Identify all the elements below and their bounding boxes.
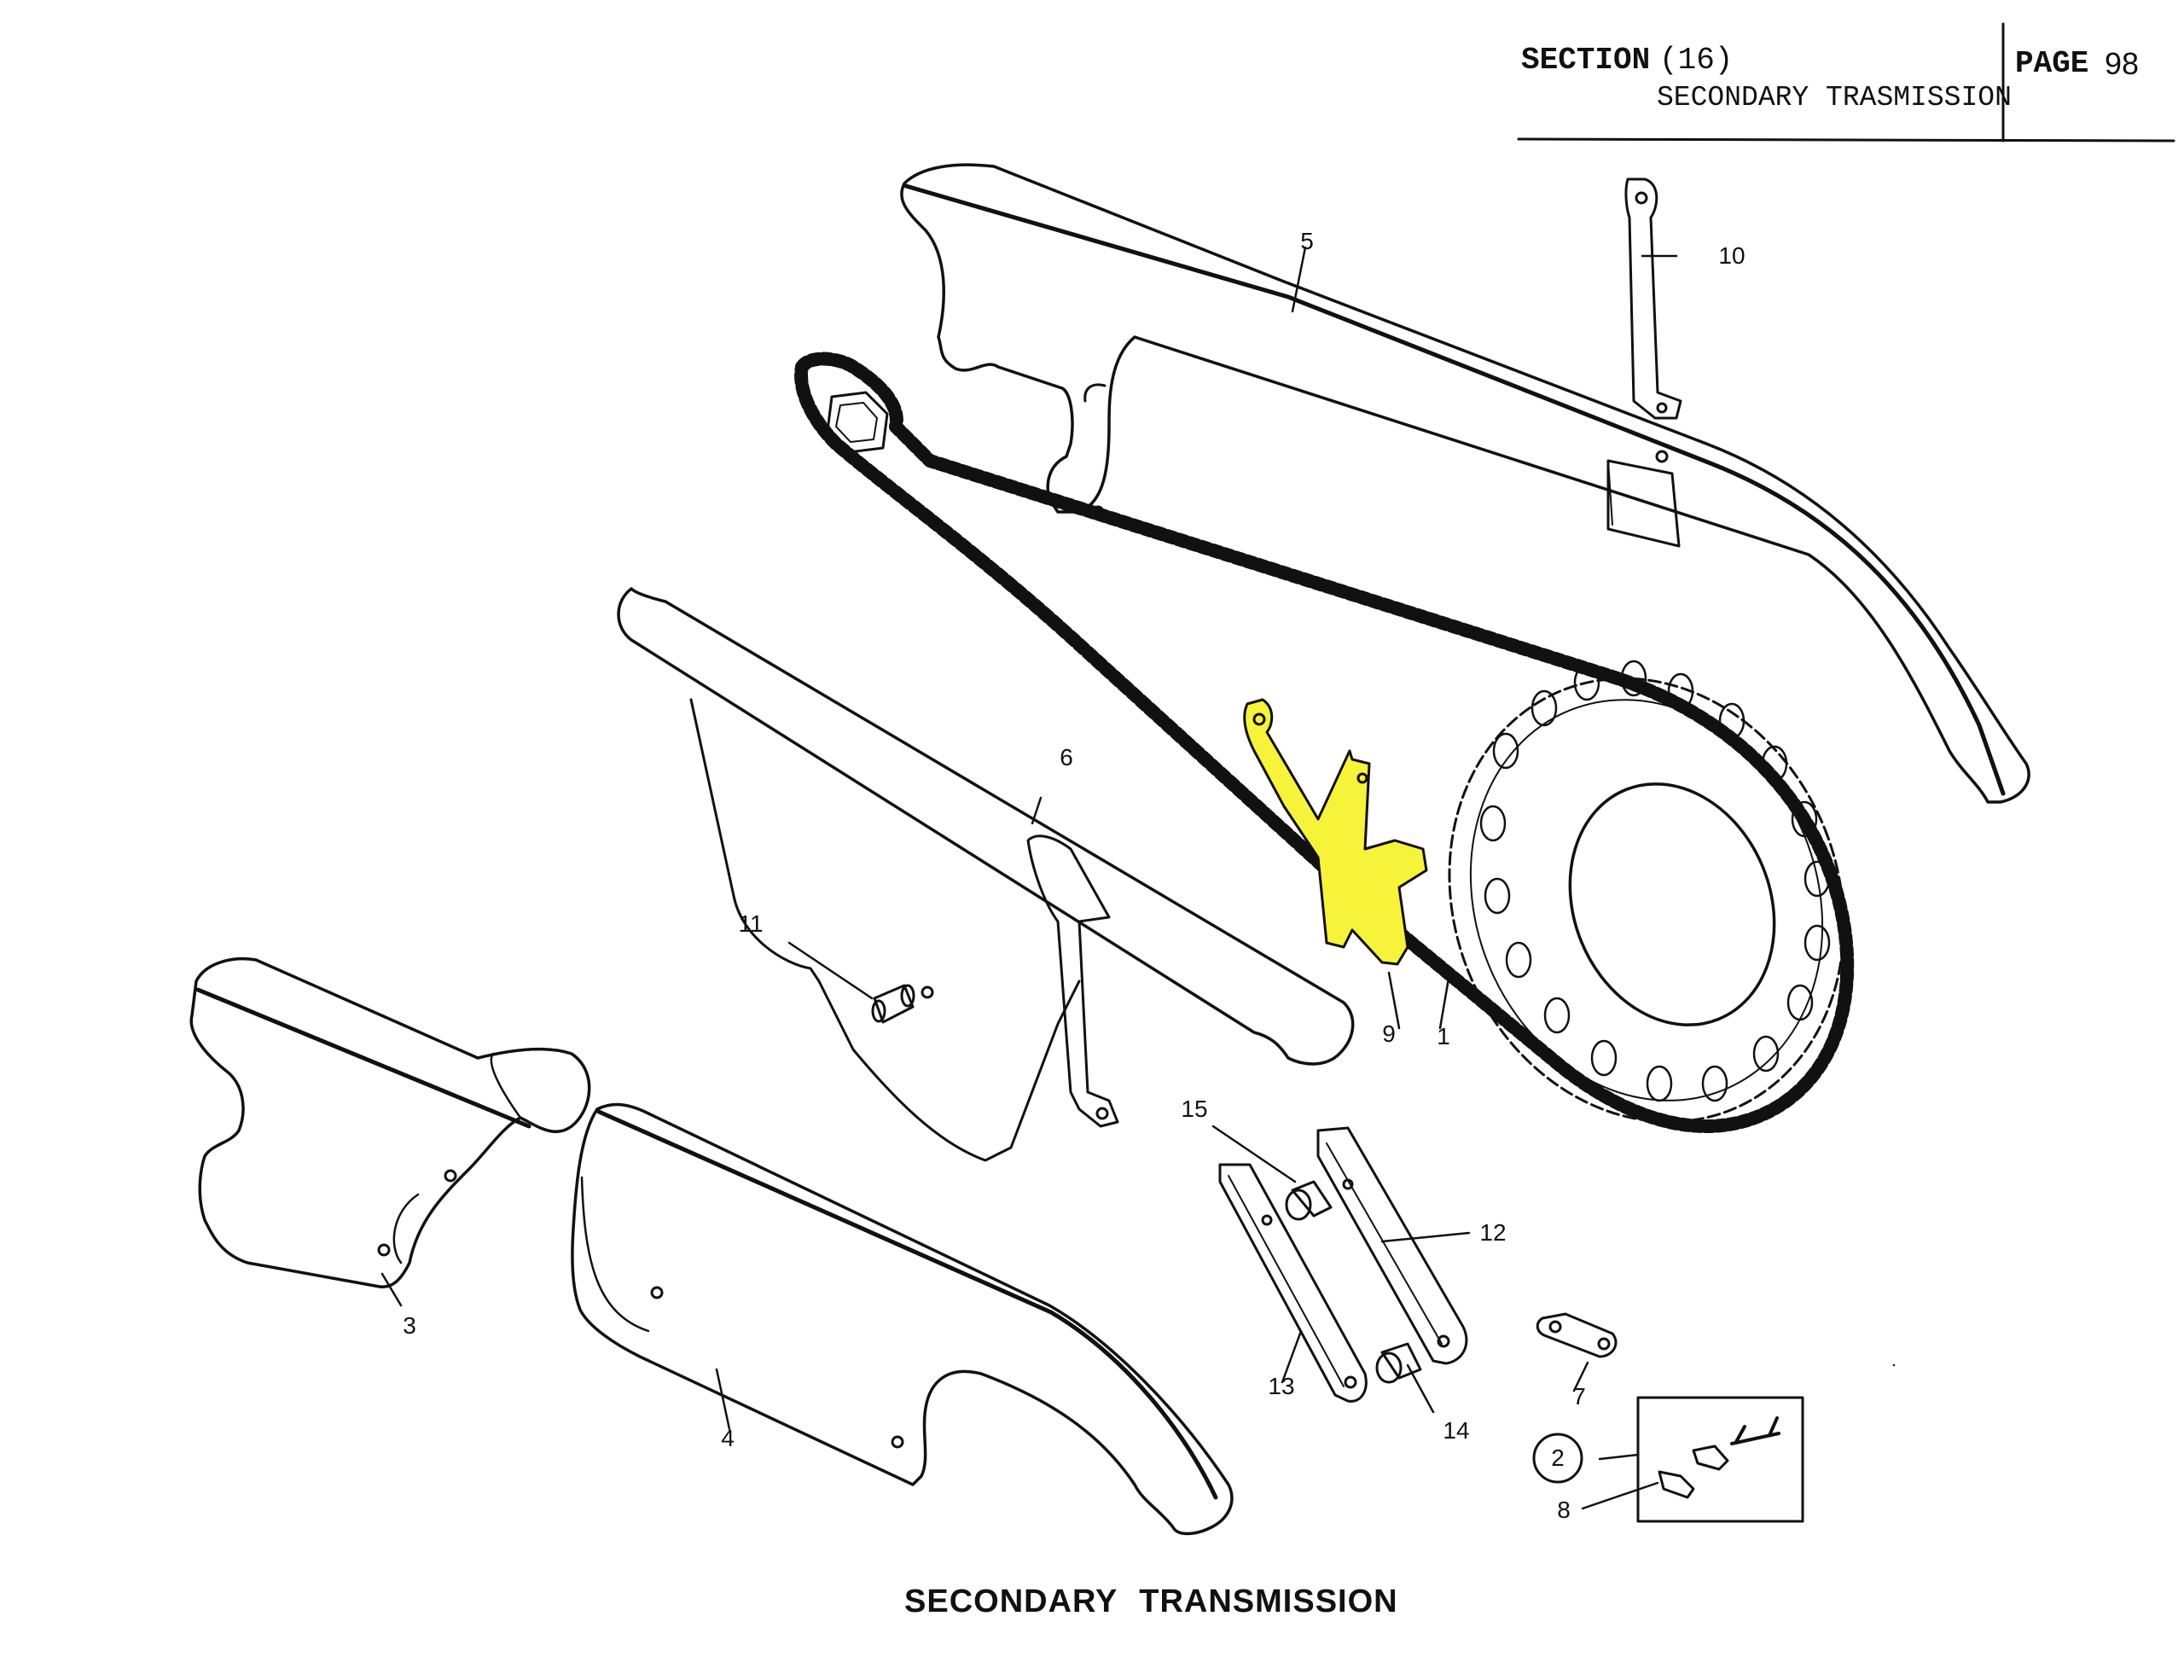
lower-chain-guard [571, 1102, 1234, 1536]
part-label-2: 2 [1551, 1445, 1565, 1471]
part-label-15: 15 [1181, 1096, 1208, 1122]
bracket-10 [1624, 177, 1682, 420]
section-label: SECTION [1521, 43, 1651, 78]
section-number: (16) [1659, 43, 1734, 78]
leader-lines [380, 246, 1896, 1510]
upper-chain-guard [900, 163, 2030, 804]
chain-guide-bracket-highlighted [1243, 698, 1428, 966]
part-label-4: 4 [721, 1425, 735, 1451]
tensioner-plate-12 [1316, 1126, 1468, 1365]
rear-sprocket [1448, 660, 1845, 1124]
middle-chain-guard [617, 587, 1355, 1162]
part-label-13: 13 [1268, 1373, 1295, 1399]
chain-link-7 [1536, 1312, 1618, 1358]
spacer-bush [871, 984, 915, 1024]
master-link-kit [1636, 1396, 1804, 1523]
page-number: 98 [2105, 46, 2140, 81]
part-label-3: 3 [403, 1312, 416, 1339]
roller-14 [1375, 1342, 1422, 1384]
part-label-14: 14 [1443, 1417, 1470, 1444]
page-label: PAGE [2015, 46, 2089, 81]
section-title: SECONDARY TRASMISSION [1657, 82, 2012, 113]
part-label-5: 5 [1300, 228, 1314, 254]
front-guard-left [189, 957, 591, 1288]
front-sprocket [826, 391, 889, 454]
tensioner-plate-13 [1218, 1163, 1368, 1403]
part-label-1: 1 [1437, 1023, 1450, 1049]
part-label-8: 8 [1557, 1497, 1571, 1523]
part-label-11: 11 [738, 910, 764, 937]
header-rules [1517, 22, 2175, 142]
part-label-12: 12 [1479, 1219, 1507, 1246]
part-label-9: 9 [1382, 1020, 1396, 1047]
part-label-10: 10 [1718, 242, 1745, 269]
part-label-7: 7 [1572, 1383, 1586, 1410]
diagram-title: SECONDARY TRANSMISSION [904, 1584, 1398, 1619]
callout-circle-2 [1532, 1433, 1583, 1484]
roller-15 [1285, 1180, 1333, 1221]
part-label-6: 6 [1060, 744, 1073, 770]
drive-chain [794, 352, 1855, 1133]
